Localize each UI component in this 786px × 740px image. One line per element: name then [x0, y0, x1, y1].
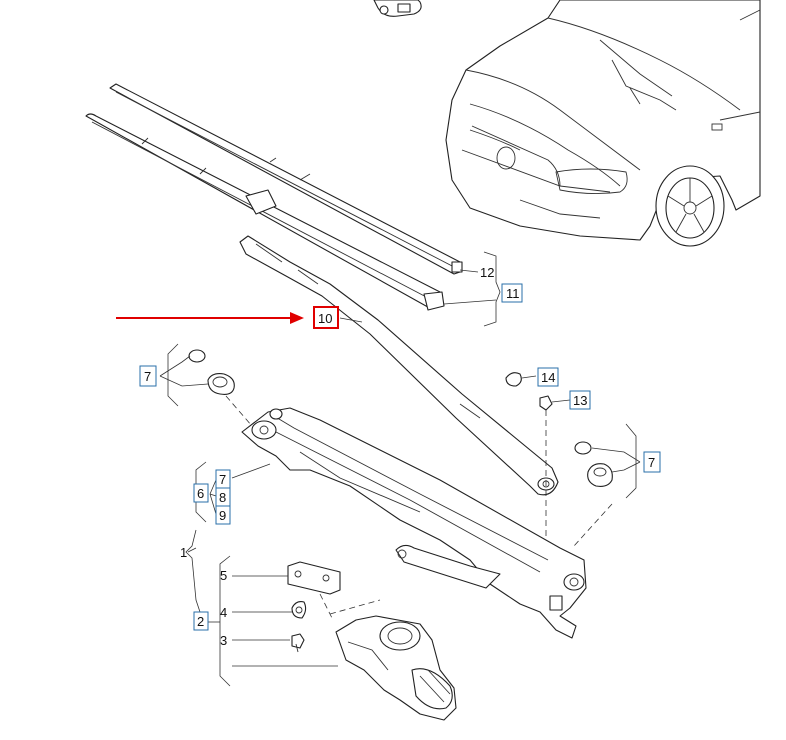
svg-text:7: 7 [144, 369, 151, 384]
wiper-blade-11 [85, 113, 445, 311]
svg-text:6: 6 [197, 486, 204, 501]
callout-7-mid[interactable]: 7 [215, 469, 231, 489]
washer-4 [291, 601, 307, 619]
wiper-arm-10 [239, 235, 559, 496]
callout-5[interactable]: 5 [220, 568, 227, 583]
svg-text:7: 7 [648, 455, 655, 470]
svg-text:2: 2 [197, 614, 204, 629]
wiper-motor-2 [335, 615, 457, 721]
wiper-blade-12 [109, 83, 463, 275]
callout-9[interactable]: 9 [215, 505, 231, 525]
callout-7-right[interactable]: 7 [643, 451, 661, 473]
callout-14[interactable]: 14 [537, 367, 559, 387]
bolt-3 [291, 633, 305, 653]
callout-8[interactable]: 8 [215, 487, 231, 507]
callout-3[interactable]: 3 [220, 633, 227, 648]
svg-text:10: 10 [318, 311, 332, 326]
svg-text:8: 8 [219, 490, 226, 505]
car-illustration [445, 0, 761, 247]
nut-and-cap-14-13 [505, 372, 553, 550]
callout-12[interactable]: 12 [480, 265, 494, 280]
svg-text:11: 11 [506, 286, 520, 301]
callout-10-highlighted[interactable]: 10 [313, 306, 339, 329]
svg-text:14: 14 [541, 370, 555, 385]
svg-text:3: 3 [220, 633, 227, 648]
callout-4[interactable]: 4 [220, 605, 227, 620]
callout-1[interactable]: 1 [180, 545, 187, 560]
svg-text:1: 1 [180, 545, 187, 560]
wiper-linkage-assembly [241, 407, 587, 639]
callout-2[interactable]: 2 [193, 611, 209, 631]
svg-text:12: 12 [480, 265, 494, 280]
red-pointer-arrow [116, 312, 304, 324]
leader-lines [159, 251, 641, 687]
mounting-bracket-5 [287, 561, 341, 619]
svg-text:13: 13 [573, 393, 587, 408]
callout-6[interactable]: 6 [193, 483, 209, 503]
top-clip-part [373, 0, 422, 17]
callout-7-left[interactable]: 7 [139, 365, 157, 387]
rubber-grommets-left [188, 349, 253, 427]
svg-text:7: 7 [219, 472, 226, 487]
svg-text:4: 4 [220, 605, 227, 620]
callout-13[interactable]: 13 [569, 390, 591, 410]
svg-text:5: 5 [220, 568, 227, 583]
callout-11[interactable]: 11 [501, 283, 523, 303]
svg-text:9: 9 [219, 508, 226, 523]
rubber-grommets-right [573, 441, 613, 547]
